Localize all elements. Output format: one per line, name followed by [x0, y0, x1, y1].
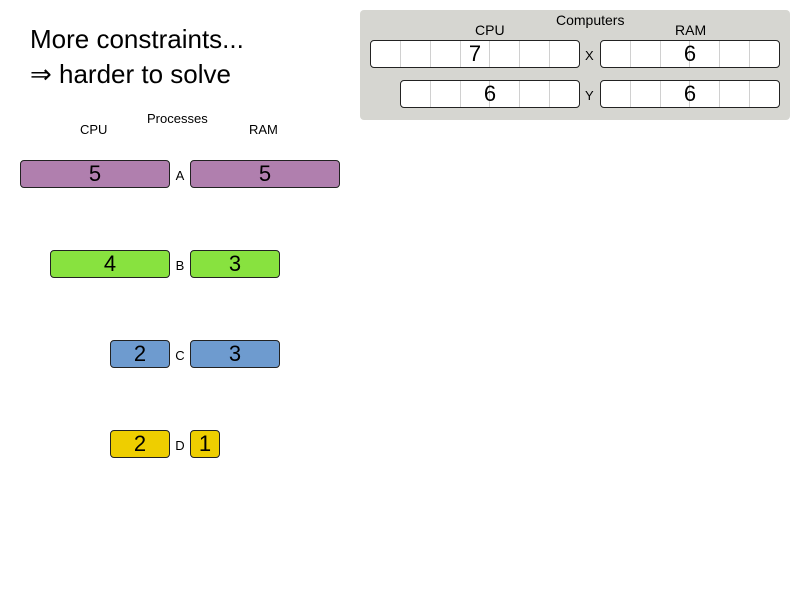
process-a-cpu-value: 5	[88, 161, 102, 186]
process-b-cpu-value: 4	[103, 251, 117, 276]
computers-cpu-label: CPU	[475, 22, 505, 38]
process-d-ram-bar[interactable]: 1	[190, 430, 220, 458]
capacity-cell	[720, 41, 751, 67]
capacity-cell	[431, 81, 461, 107]
computer-y-ram-bar: 6	[600, 80, 780, 108]
capacity-cell	[720, 81, 751, 107]
capacity-cell	[431, 41, 461, 67]
capacity-cell	[661, 81, 691, 107]
process-d-label: D	[175, 438, 185, 453]
capacity-cell	[490, 41, 521, 67]
capacity-cell	[401, 41, 431, 67]
process-c-ram-value: 3	[228, 341, 242, 366]
computers-ram-label: RAM	[675, 22, 707, 38]
capacity-cell	[601, 41, 631, 67]
process-c-cpu-bar[interactable]: 2	[110, 340, 170, 368]
process-d-ram-value: 1	[198, 431, 212, 456]
capacity-cell	[661, 41, 691, 67]
computer-y-label: Y	[585, 88, 594, 103]
process-a-ram-value: 5	[258, 161, 272, 186]
capacity-cell	[520, 81, 551, 107]
capacity-cell	[690, 41, 721, 67]
computer-y-ram-value: 6	[683, 81, 697, 106]
computer-x-cpu-bar: 7	[370, 40, 580, 68]
capacity-cell	[371, 41, 401, 67]
process-a-label: A	[175, 168, 185, 183]
computers-header: Computers	[556, 12, 625, 28]
capacity-cell	[690, 81, 721, 107]
capacity-cell	[631, 81, 661, 107]
processes-ram-label: RAM	[249, 122, 278, 137]
computer-x-ram-value: 6	[683, 41, 697, 66]
computer-x-label: X	[585, 48, 594, 63]
title-line-1: More constraints...	[30, 24, 244, 54]
process-c-ram-bar[interactable]: 3	[190, 340, 280, 368]
computers-panel: Computers CPU RAM 7 X 6 6 Y 6	[360, 10, 790, 120]
processes-cpu-label: CPU	[80, 122, 108, 137]
process-c-cpu-value: 2	[133, 341, 147, 366]
processes-header: Processes	[147, 111, 208, 126]
capacity-cell	[461, 41, 491, 67]
computer-y-cpu-bar: 6	[400, 80, 580, 108]
process-a-cpu-bar[interactable]: 5	[20, 160, 170, 188]
capacity-cell	[520, 41, 551, 67]
computer-x-ram-bar: 6	[600, 40, 780, 68]
capacity-cell	[401, 81, 431, 107]
process-d-cpu-bar[interactable]: 2	[110, 430, 170, 458]
process-a-ram-bar[interactable]: 5	[190, 160, 340, 188]
title-line-2: ⇒ harder to solve	[30, 59, 231, 89]
process-b-label: B	[175, 258, 185, 273]
computer-x-cpu-value: 7	[468, 41, 482, 66]
process-b-ram-value: 3	[228, 251, 242, 276]
capacity-cell	[601, 81, 631, 107]
process-c-label: C	[175, 348, 185, 363]
process-d-cpu-value: 2	[133, 431, 147, 456]
capacity-cell	[490, 81, 521, 107]
process-b-cpu-bar[interactable]: 4	[50, 250, 170, 278]
computer-y-cpu-value: 6	[483, 81, 497, 106]
capacity-cell	[631, 41, 661, 67]
capacity-cell	[461, 81, 491, 107]
process-b-ram-bar[interactable]: 3	[190, 250, 280, 278]
